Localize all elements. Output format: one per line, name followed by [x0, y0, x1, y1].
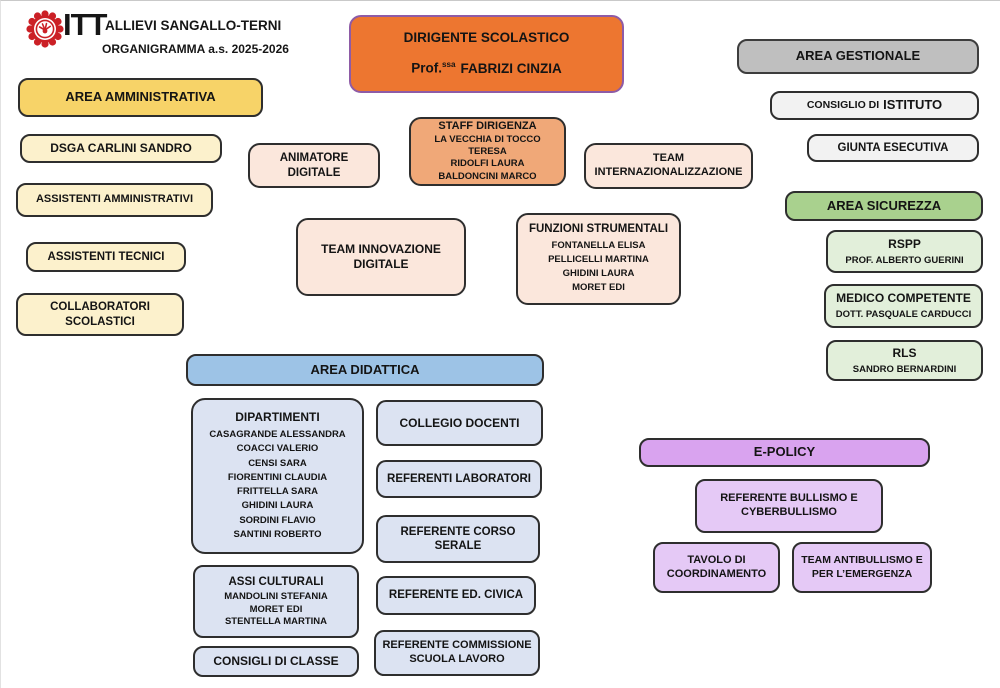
box-title: AREA SICUREZZA — [826, 197, 942, 213]
box-referenti-laboratori: REFERENTI LABORATORI — [376, 460, 542, 498]
member-name: LA VECCHIA DI TOCCO TERESA — [434, 133, 541, 158]
box-title-small: CONSIGLIO DI — [806, 98, 880, 111]
school-name: ALLIEVI SANGALLO-TERNI — [105, 18, 282, 33]
box-title: REFERENTI LABORATORI — [387, 472, 531, 485]
org-subtitle: ORGANIGRAMMA a.s. 2025-2026 — [102, 42, 289, 56]
box-team-antibullismo: TEAM ANTIBULLISMO E PER L’EMERGENZA — [792, 542, 932, 593]
member-list: FONTANELLA ELISA PELLICELLI MARTINA GHID… — [548, 239, 649, 296]
member-name: MANDOLINI STEFANIA — [224, 591, 328, 603]
box-title: GIUNTA ESECUTIVA — [837, 141, 949, 154]
box-dsga: DSGA CARLINI SANDRO — [20, 134, 222, 163]
box-medico-competente: MEDICO COMPETENTE DOTT. PASQUALE CARDUCC… — [824, 284, 983, 328]
box-title: REFERENTE ED. CIVICA — [388, 589, 524, 602]
box-title: STAFF DIRIGENZA — [438, 119, 537, 132]
box-rls: RLS SANDRO BERNARDINI — [826, 340, 983, 381]
box-title: MEDICO COMPETENTE — [836, 291, 971, 306]
box-referente-bullismo: REFERENTE BULLISMO E CYBERBULLISMO — [695, 479, 883, 533]
member-name: FONTANELLA ELISA — [551, 239, 646, 251]
name-prefix: Prof. — [411, 60, 442, 76]
box-title: DIRIGENTE SCOLASTICO — [403, 30, 570, 46]
box-title: TEAM ANTIBULLISMO E PER L’EMERGENZA — [801, 554, 923, 580]
member-list: MANDOLINI STEFANIA MORET EDI STENTELLA M… — [224, 591, 327, 628]
box-collegio-docenti: COLLEGIO DOCENTI — [376, 400, 543, 446]
box-title: REFERENTE COMMISSIONE SCUOLA LAVORO — [382, 639, 532, 665]
box-team-internazionalizzazione: TEAM INTERNAZIONALIZZAZIONE — [584, 143, 753, 189]
box-tavolo-coordinamento: TAVOLO DI COORDINAMENTO — [653, 542, 780, 593]
box-title: REFERENTE BULLISMO E CYBERBULLISMO — [720, 492, 858, 518]
box-consigli-di-classe: CONSIGLI DI CLASSE — [193, 646, 359, 677]
box-collaboratori-scolastici: COLLABORATORI SCOLASTICI — [16, 293, 184, 336]
box-referente-ed-civica: REFERENTE ED. CIVICA — [376, 576, 536, 615]
member-name: STENTELLA MARTINA — [224, 615, 327, 627]
member-name: FRITTELLA SARA — [237, 486, 318, 497]
box-title: RLS — [892, 345, 917, 360]
member-name: CASAGRANDE ALESSANDRA — [209, 429, 346, 440]
box-area-amministrativa: AREA AMMINISTRATIVA — [18, 78, 263, 117]
box-title: ANIMATORE DIGITALE — [279, 152, 349, 179]
box-e-policy: E-POLICY — [639, 438, 930, 467]
box-assistenti-tecnici: ASSISTENTI TECNICI — [26, 242, 186, 272]
box-area-sicurezza: AREA SICUREZZA — [785, 191, 983, 221]
box-referente-corso-serale: REFERENTE CORSO SERALE — [376, 515, 540, 563]
box-title: E-POLICY — [753, 444, 816, 460]
box-title: DIPARTIMENTI — [235, 410, 320, 424]
box-title: AREA GESTIONALE — [795, 48, 921, 64]
box-title: COLLEGIO DOCENTI — [399, 415, 520, 430]
box-staff-dirigenza: STAFF DIRIGENZA LA VECCHIA DI TOCCO TERE… — [409, 117, 566, 186]
member-list: LA VECCHIA DI TOCCO TERESA RIDOLFI LAURA… — [416, 134, 559, 183]
name-superscript: ssa — [442, 60, 456, 70]
member-name: MORET EDI — [249, 603, 303, 615]
box-title: ASSISTENTI TECNICI — [47, 250, 165, 263]
member-name: COACCI VALERIO — [236, 443, 319, 455]
box-title: AREA DIDATTICA — [310, 361, 420, 377]
box-referente-commissione-scuola-lavoro: REFERENTE COMMISSIONE SCUOLA LAVORO — [374, 630, 540, 676]
box-area-gestionale: AREA GESTIONALE — [737, 39, 979, 74]
box-assi-culturali: ASSI CULTURALI MANDOLINI STEFANIA MORET … — [193, 565, 359, 638]
box-title: CONSIGLI DI CLASSE — [213, 654, 339, 668]
member-name: PROF. ALBERTO GUERINI — [845, 254, 964, 266]
box-dirigente-scolastico: DIRIGENTE SCOLASTICO Prof.ssa FABRIZI CIN… — [349, 15, 624, 93]
box-area-didattica: AREA DIDATTICA — [186, 354, 544, 386]
box-team-innovazione-digitale: TEAM INNOVAZIONE DIGITALE — [296, 218, 466, 296]
member-name: GHIDINI LAURA — [241, 500, 314, 512]
member-name: GHIDINI LAURA — [562, 268, 635, 280]
member-name: CENSI SARA — [248, 457, 307, 469]
box-title: DSGA CARLINI SANDRO — [50, 141, 192, 155]
member-name: DOTT. PASQUALE CARDUCCI — [835, 309, 972, 321]
brand-text: ITT — [63, 7, 107, 42]
box-dipartimenti: DIPARTIMENTI CASAGRANDE ALESSANDRA COACC… — [191, 398, 364, 554]
box-title: REFERENTE CORSO SERALE — [400, 525, 516, 552]
box-animatore-digitale: ANIMATORE DIGITALE — [248, 143, 380, 188]
name-text: FABRIZI CINZIA — [460, 60, 562, 76]
box-title: TAVOLO DI COORDINAMENTO — [666, 553, 767, 580]
box-funzioni-strumentali: FUNZIONI STRUMENTALI FONTANELLA ELISA PE… — [516, 213, 681, 305]
box-rspp: RSPP PROF. ALBERTO GUERINI — [826, 230, 983, 273]
member-name: BALDONCINI MARCO — [438, 170, 537, 182]
box-title: ASSI CULTURALI — [228, 575, 324, 588]
member-name: MORET EDI — [572, 282, 625, 294]
member-name: SORDINI FLAVIO — [239, 514, 316, 526]
member-name: FIORENTINI CLAUDIA — [227, 471, 328, 483]
member-name: SANTINI ROBERTO — [233, 528, 322, 540]
box-title: RSPP — [888, 236, 921, 251]
box-title: TEAM INNOVAZIONE DIGITALE — [321, 242, 441, 271]
box-title: FUNZIONI STRUMENTALI — [528, 223, 669, 236]
box-title: COLLABORATORI SCOLASTICI — [50, 301, 150, 328]
box-title: TEAM INTERNAZIONALIZZAZIONE — [594, 152, 743, 178]
box-assistenti-amministrativi: ASSISTENTI AMMINISTRATIVI — [16, 183, 213, 217]
school-logo-icon — [26, 10, 64, 48]
box-giunta-esecutiva: GIUNTA ESECUTIVA — [807, 134, 979, 162]
member-name: RIDOLFI LAURA — [450, 158, 525, 170]
member-name: SANDRO BERNARDINI — [852, 363, 957, 375]
box-consiglio-istituto: CONSIGLIO DI ISTITUTO — [770, 91, 979, 120]
box-title: AREA AMMINISTRATIVA — [65, 89, 216, 105]
box-title-big: ISTITUTO — [883, 97, 943, 113]
member-list: CASAGRANDE ALESSANDRA COACCI VALERIO CEN… — [209, 428, 345, 542]
dirigente-name: Prof.ssa FABRIZI CINZIA — [411, 60, 562, 77]
box-title: ASSISTENTI AMMINISTRATIVI — [35, 193, 194, 206]
member-name: PELLICELLI MARTINA — [548, 253, 649, 265]
